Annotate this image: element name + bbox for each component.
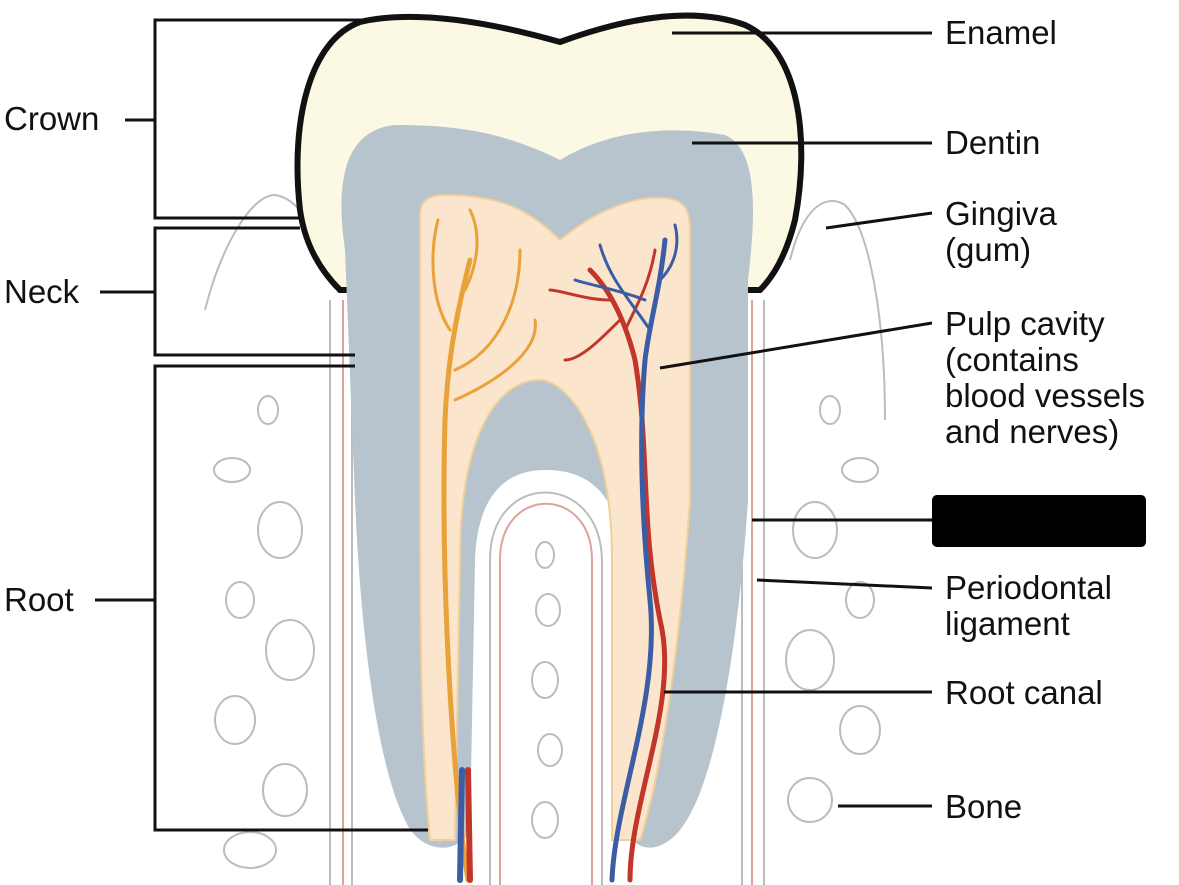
dentin-label: Dentin (945, 124, 1041, 161)
enamel-label: Enamel (945, 14, 1057, 51)
bone-chunk (819, 395, 841, 425)
bone-chunk (213, 457, 251, 483)
bone-chunk (531, 661, 559, 699)
bone-chunk (785, 629, 835, 691)
leader-lines (659, 31, 933, 808)
neck-label: Neck (4, 273, 80, 310)
periodontal-ligament-lines (342, 300, 753, 885)
gingiva-label: Gingiva (gum) (945, 195, 1057, 268)
nerve (431, 208, 537, 883)
bone-chunk (537, 733, 563, 767)
pulp-cavity-label: Pulp cavity (contains blood vessels and … (945, 305, 1145, 450)
bone-chunk (792, 501, 838, 559)
root-label: Root (4, 581, 74, 618)
bone-chunk (223, 831, 277, 869)
inner-bone-u (489, 491, 603, 885)
artery (465, 248, 668, 883)
bone-chunk (262, 763, 308, 817)
bone-chunk (257, 395, 279, 425)
redacted-label-box (932, 495, 1146, 547)
periodontal-leader (756, 578, 933, 590)
bone-chunk (265, 619, 315, 681)
crown-label: Crown (4, 100, 100, 137)
bone-and-gum (204, 193, 886, 885)
bone-chunk (225, 581, 255, 619)
periodontal-ligament-label: Periodontal ligament (945, 569, 1112, 642)
bone-chunk (787, 777, 833, 823)
bone-chunk (535, 593, 561, 627)
right-gingiva (789, 199, 886, 421)
bone-chunk (845, 581, 875, 619)
gingiva-leader (825, 211, 933, 230)
root-bracket (153, 364, 428, 832)
bone-chunk (257, 501, 303, 559)
bone-chunk (214, 695, 256, 745)
bone-chunk (841, 457, 879, 483)
root-canal-label: Root canal (945, 674, 1103, 711)
pulp-leader (659, 321, 933, 370)
pulp-cavity (419, 193, 691, 841)
bone-label: Bone (945, 788, 1023, 825)
bone-chunk (535, 541, 555, 569)
bone-chunk (531, 801, 559, 839)
bone-chunk (839, 705, 881, 755)
vein (457, 223, 679, 883)
section-brackets (95, 18, 428, 832)
